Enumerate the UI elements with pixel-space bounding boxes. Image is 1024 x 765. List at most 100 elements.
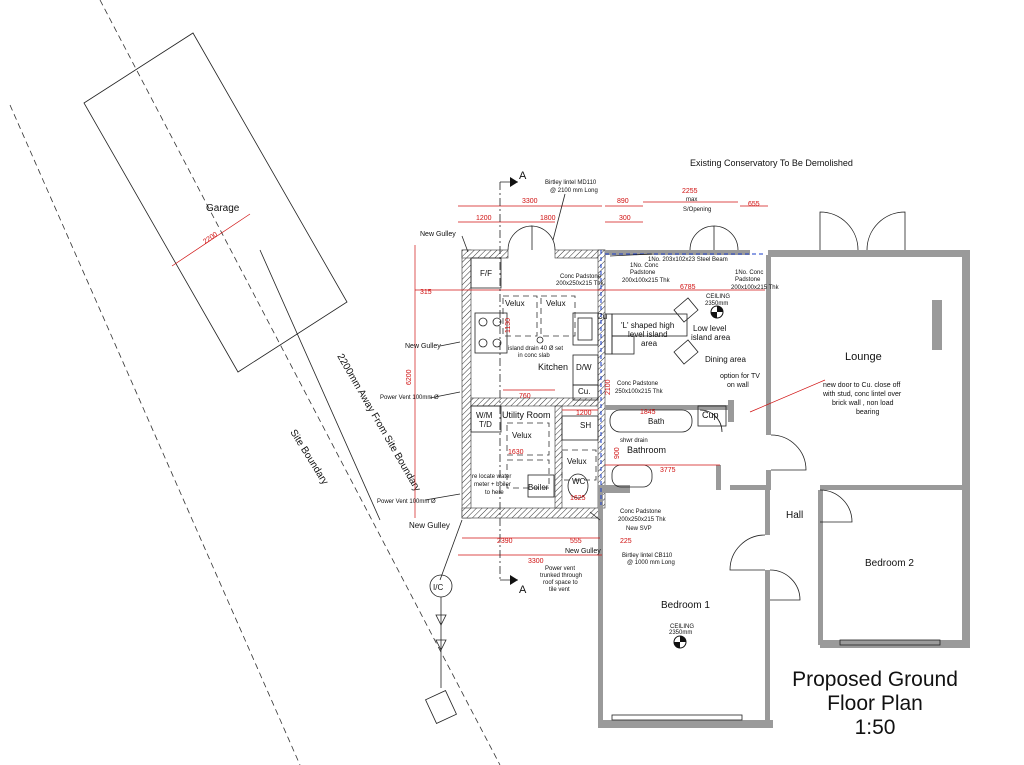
svg-text:in conc slab: in conc slab [518, 353, 550, 359]
svg-text:CEILING: CEILING [670, 624, 694, 630]
svg-text:@ 2100 mm Long: @ 2100 mm Long [550, 188, 598, 194]
svg-text:Power Vent 100mm Ø: Power Vent 100mm Ø [377, 499, 436, 505]
svg-text:CEILING: CEILING [706, 294, 730, 300]
ceiling-markers [673, 305, 724, 649]
room-hall: Hall [786, 510, 803, 521]
doors [507, 211, 941, 721]
svg-text:bearing: bearing [856, 409, 879, 416]
room-td: T/D [479, 420, 492, 429]
dim-2390: 2390 [497, 538, 513, 545]
room-dining: Dining area [705, 355, 746, 364]
garage: 2200 Garage [83, 32, 348, 373]
room-cu1: Cu [597, 312, 607, 321]
svg-text:meter + boiler: meter + boiler [474, 482, 511, 488]
velux-4: Velux [567, 457, 587, 466]
room-lounge: Lounge [845, 351, 882, 363]
svg-text:New SVP: New SVP [626, 526, 652, 532]
svg-text:1No. Conc: 1No. Conc [630, 263, 658, 269]
svg-text:Padstone: Padstone [630, 270, 656, 276]
svg-text:Padstone: Padstone [735, 277, 761, 283]
svg-text:200x250x215 Thk: 200x250x215 Thk [618, 517, 667, 523]
room-wc: WC [572, 477, 586, 486]
room-cup: Cup [702, 410, 719, 420]
svg-text:200x100x215 Thk: 200x100x215 Thk [622, 278, 671, 284]
room-utility: Utility Room [502, 410, 551, 420]
kitchen-fittings [470, 257, 699, 401]
dim-2100: 2100 [605, 379, 612, 395]
room-garage: Garage [206, 203, 240, 214]
svg-text:Power Vent 100mm Ø: Power Vent 100mm Ø [380, 395, 439, 401]
room-sh: SH [580, 421, 591, 430]
svg-text:brick wall , non load: brick wall , non load [832, 400, 894, 407]
dim-890: 890 [617, 198, 629, 205]
dim-1200: 1200 [476, 215, 492, 222]
svg-text:re locate water: re locate water [472, 474, 511, 480]
svg-text:on wall: on wall [727, 382, 749, 389]
svg-text:1No. 203x102x23 Steel Beam: 1No. 203x102x23 Steel Beam [648, 257, 728, 263]
bathroom-fittings [470, 405, 727, 499]
svg-text:2350mm: 2350mm [669, 630, 692, 636]
dim-3300-top: 3300 [522, 198, 538, 205]
svg-text:island drain 40 Ø set: island drain 40 Ø set [508, 346, 563, 352]
svg-text:shwr drain: shwr drain [620, 438, 648, 444]
dim-6200: 6200 [406, 369, 413, 385]
svg-text:200x100x215 Thk: 200x100x215 Thk [731, 285, 780, 291]
svg-text:Low level: Low level [693, 324, 727, 333]
svg-text:max: max [686, 197, 697, 203]
svg-text:with stud, conc lintel over: with stud, conc lintel over [822, 391, 902, 398]
leader-lines [424, 193, 653, 521]
dim-225: 225 [620, 538, 632, 545]
dim-1130: 1130 [505, 318, 512, 333]
title-line-2: Floor Plan [827, 692, 923, 715]
svg-text:New Gulley: New Gulley [565, 548, 601, 555]
dim-3300-bottom: 3300 [528, 558, 544, 565]
dim-760: 760 [519, 393, 531, 400]
svg-text:Birtley lintel CB110: Birtley lintel CB110 [622, 553, 673, 559]
dim-3775: 3775 [660, 467, 676, 474]
title-scale: 1:50 [854, 716, 896, 739]
svg-text:S/Opening: S/Opening [683, 207, 711, 213]
annotations: Birtley lintel MD110 @ 2100 mm Long max … [377, 180, 902, 636]
svg-text:New Gulley: New Gulley [409, 521, 450, 530]
room-cu2: Cu. [578, 387, 590, 396]
dim-1800: 1800 [540, 215, 556, 222]
label-ic: I/C [433, 583, 443, 592]
svg-text:1No. Conc: 1No. Conc [735, 270, 763, 276]
svg-text:New Gulley: New Gulley [420, 231, 456, 238]
svg-text:island area: island area [691, 333, 731, 342]
velux-1: Velux [505, 299, 525, 308]
velux-2: Velux [546, 299, 566, 308]
room-bedroom2: Bedroom 2 [865, 558, 914, 569]
svg-text:250x100x215 Thk: 250x100x215 Thk [615, 389, 664, 395]
svg-text:200x250x215 Thk: 200x250x215 Thk [556, 281, 605, 287]
dim-6785: 6785 [680, 284, 696, 291]
svg-text:Conc Padstone: Conc Padstone [620, 509, 662, 515]
dim-1845: 1845 [640, 409, 656, 416]
velux-3: Velux [512, 431, 532, 440]
dim-1625: 1625 [570, 495, 586, 502]
svg-text:'L' shaped high: 'L' shaped high [621, 321, 674, 330]
svg-text:roof space to: roof space to [543, 580, 578, 586]
room-kitchen: Kitchen [538, 362, 568, 372]
dim-315: 315 [420, 289, 432, 296]
room-bath: Bath [648, 417, 664, 426]
svg-text:Conc Padstone: Conc Padstone [617, 381, 659, 387]
svg-text:New Gulley: New Gulley [405, 343, 441, 350]
svg-text:new door to Cu. close off: new door to Cu. close off [823, 382, 900, 389]
dim-garage: 2200 [202, 231, 219, 246]
dimension-lines [414, 201, 826, 556]
svg-text:option for TV: option for TV [720, 373, 760, 380]
dim-655: 655 [748, 201, 760, 208]
svg-text:Power vent: Power vent [545, 566, 575, 572]
section-marker: A A [499, 170, 527, 596]
room-ff: F/F [480, 269, 492, 278]
room-boiler: Boiler [528, 483, 549, 492]
svg-text:Conc Padstone: Conc Padstone [560, 274, 602, 280]
svg-text:trunked through: trunked through [540, 573, 582, 579]
drawing-title: Proposed Ground Floor Plan 1:50 [770, 668, 980, 740]
drainage-run: I/C [425, 519, 463, 724]
svg-text:area: area [641, 339, 658, 348]
svg-text:@ 1000 mm Long: @ 1000 mm Long [627, 560, 675, 566]
room-bathroom: Bathroom [627, 445, 666, 455]
